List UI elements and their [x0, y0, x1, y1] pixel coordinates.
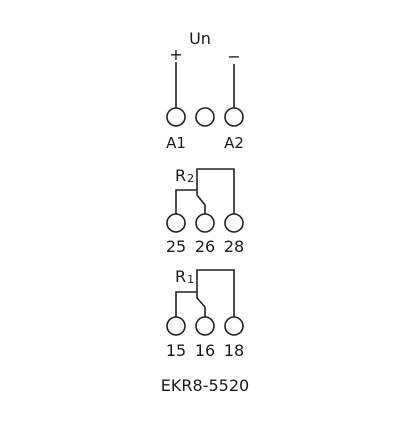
terminal-label-a2: A2: [224, 134, 244, 152]
terminal-18: [224, 316, 244, 336]
terminal-label-25: 25: [166, 237, 186, 256]
terminal-16: [195, 316, 215, 336]
terminal-label-18: 18: [224, 341, 244, 360]
terminal-28: [224, 213, 244, 233]
terminal-label-28: 28: [224, 237, 244, 256]
relay1-common-path: [196, 269, 235, 317]
supply-label: Un: [189, 29, 211, 48]
terminal-15: [166, 316, 186, 336]
terminal-25: [166, 213, 186, 233]
terminal-label-a1: A1: [166, 134, 186, 152]
terminal-label-16: 16: [195, 341, 215, 360]
relay1-nc-path: [175, 291, 197, 317]
relay2-common-path: [196, 168, 235, 214]
relay1-label: R1: [175, 267, 194, 286]
terminal-label-26: 26: [195, 237, 215, 256]
model-name: EKR8-5520: [161, 376, 249, 395]
terminal-a2: [224, 107, 244, 127]
minus-sign: −: [227, 47, 240, 66]
relay2-label: R2: [175, 166, 194, 185]
terminal-a1: [166, 107, 186, 127]
plus-sign: +: [169, 45, 182, 64]
terminal-unused: [195, 107, 215, 127]
terminal-26: [195, 213, 215, 233]
terminal-label-15: 15: [166, 341, 186, 360]
relay2-nc-path: [175, 189, 197, 214]
